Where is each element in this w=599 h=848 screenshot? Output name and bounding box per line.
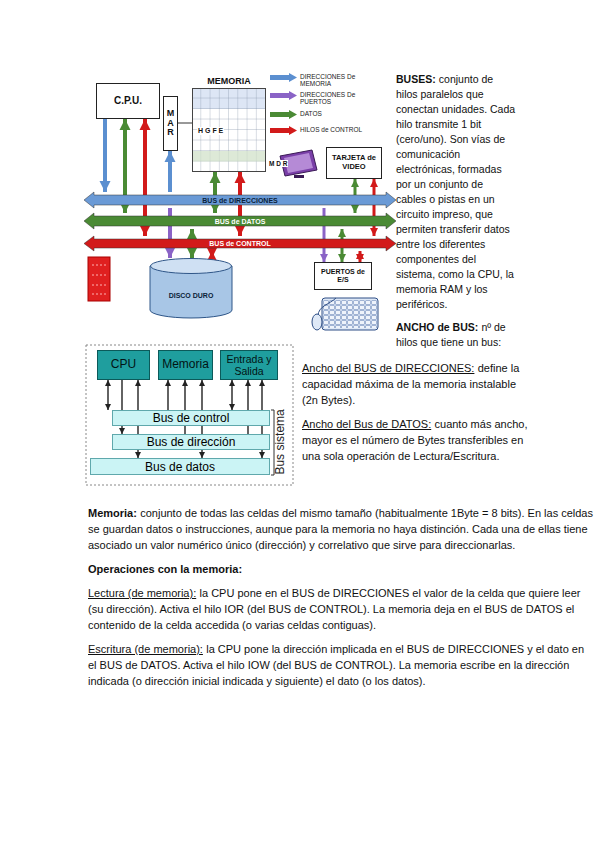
legend-swatch: [270, 110, 297, 119]
legend-arrow: [270, 73, 297, 82]
bus-connector: [107, 380, 108, 410]
node-label: Entrada y Salida: [221, 353, 277, 377]
node-label: Memoria: [162, 358, 209, 372]
paragraph: Escritura (de memoria):la CPU pone la di…: [88, 641, 593, 689]
node-label: BUS de DIRECCIONES: [202, 197, 277, 204]
memory-grid-lines: [192, 88, 266, 172]
node-label: DISCO DURO: [169, 292, 214, 300]
legend-entry: HILOS de CONTROL: [270, 126, 384, 135]
memory-text: Memoria:conjunto de todas las celdas del…: [88, 505, 593, 697]
legend-text: DATOS: [300, 110, 384, 117]
node-label: M A R: [166, 109, 175, 139]
paragraph: BUSES:conjunto de hilos paralelos que co…: [396, 72, 516, 312]
address-bus: BUS de DIRECCIONES: [84, 192, 396, 208]
cylinder-shape: [150, 258, 232, 318]
memory-cell-letters: H G F E: [197, 127, 224, 135]
bus-connector: [168, 208, 172, 258]
bus-arrow-fill: [84, 192, 396, 208]
cpu-box: CPU: [97, 350, 150, 380]
node-label: Bus de control: [153, 412, 230, 424]
underlined-term: Ancho del Bus de DATOS:: [302, 418, 431, 430]
hard-disk: DISCO DURO: [150, 258, 232, 318]
control-bus: BUS de CONTROL: [84, 236, 396, 251]
legend-entry: DIRECCIONES De MEMORIA: [270, 73, 384, 87]
legend-swatch: [270, 91, 297, 100]
legend-arrow: [270, 91, 297, 100]
bus-connector: [359, 251, 362, 262]
io-box: Entrada y Salida: [220, 350, 278, 380]
legend-text: DIRECCIONES De MEMORIA: [300, 73, 384, 87]
cylinder-top: [151, 259, 232, 274]
cpu-box: C.P.U.: [96, 83, 160, 119]
data-bus: BUS de DATOS: [84, 213, 396, 229]
node-label: Bus de dirección: [147, 436, 236, 448]
keyboard-icon: [322, 298, 378, 330]
legend-entry: DATOS: [270, 110, 384, 119]
mdr-label: M D R: [268, 160, 288, 167]
bold-term: ANCHO de BUS:: [396, 321, 478, 333]
paragraph: Memoria:conjunto de todas las celdas del…: [88, 505, 593, 553]
bold-term: Operaciones con la memoria:: [88, 563, 242, 575]
underlined-term: Lectura (de memoria):: [88, 587, 196, 599]
bus-width-text: Ancho del BUS de DIRECCIONES:define la c…: [302, 360, 534, 472]
legend-arrow: [270, 126, 297, 135]
buses-text: BUSES:conjunto de hilos paralelos que co…: [396, 72, 516, 358]
bold-term: Memoria:: [88, 507, 137, 519]
legend-arrow: [270, 110, 297, 119]
bus-connector: [168, 151, 172, 192]
legend-swatch: [270, 126, 297, 135]
bus-connector: [373, 179, 376, 236]
bus-connector: [167, 380, 168, 410]
paragraph: Lectura (de memoria):la CPU pone en el B…: [88, 585, 593, 633]
paragraph: Ancho del Bus de DATOS:cuanto más ancho,…: [302, 416, 534, 464]
bus-arrow-fill: [84, 213, 396, 229]
data-bus: Bus de datos: [90, 458, 270, 475]
node-label: C.P.U.: [114, 95, 142, 107]
bus-arrow-fill: [84, 236, 396, 251]
control-unit-box: [88, 257, 110, 301]
address-bus: Bus de dirección: [112, 434, 270, 450]
node-label: Bus de datos: [145, 461, 215, 473]
io-ports-box: PUERTOS de E/S: [314, 262, 372, 290]
bus-connector: [231, 380, 232, 410]
node-label: TARJETA de VIDEO: [327, 154, 381, 171]
node-label: PUERTOS de E/S: [315, 268, 371, 284]
legend-entry: DIRECCIONES De PUERTOS: [270, 91, 384, 105]
body-text: conjunto de todas las celdas del mismo t…: [88, 507, 593, 551]
control-bus: Bus de control: [112, 410, 270, 426]
node-label: BUS de CONTROL: [209, 240, 270, 247]
paragraph: Operaciones con la memoria:: [88, 561, 593, 577]
node-label: BUS de DATOS: [215, 218, 266, 225]
bus-system-label: Bus sistema: [274, 406, 288, 478]
underlined-term: Escritura (de memoria):: [88, 643, 203, 655]
body-text: conjunto de hilos paralelos que conectan…: [396, 73, 515, 310]
video-card-box: TARJETA de VIDEO: [326, 147, 382, 179]
memory-box: Memoria: [158, 350, 213, 380]
mar-register: M A R: [163, 96, 178, 151]
paragraph: Ancho del BUS de DIRECCIONES:define la c…: [302, 360, 534, 408]
mar-memory-link: [178, 123, 192, 124]
bus-connector: [210, 251, 214, 258]
bus-connector: [103, 119, 107, 192]
legend-text: DIRECCIONES De PUERTOS: [300, 91, 384, 105]
dashed-frame: [86, 345, 293, 485]
memory-grid: [192, 88, 266, 172]
legend-text: HILOS de CONTROL: [300, 126, 384, 133]
node-label: CPU: [111, 358, 136, 372]
paragraph: ANCHO de BUS:nº de hilos que tiene un bu…: [396, 320, 516, 350]
legend-swatch: [270, 73, 297, 82]
bus-connector: [213, 172, 217, 213]
memory-data-row: [192, 151, 266, 162]
bold-term: BUSES:: [396, 73, 436, 85]
node-label: MEMORIA: [193, 76, 265, 86]
mouse-icon: [312, 298, 336, 330]
underlined-term: Ancho del BUS de DIRECCIONES:: [302, 362, 474, 374]
